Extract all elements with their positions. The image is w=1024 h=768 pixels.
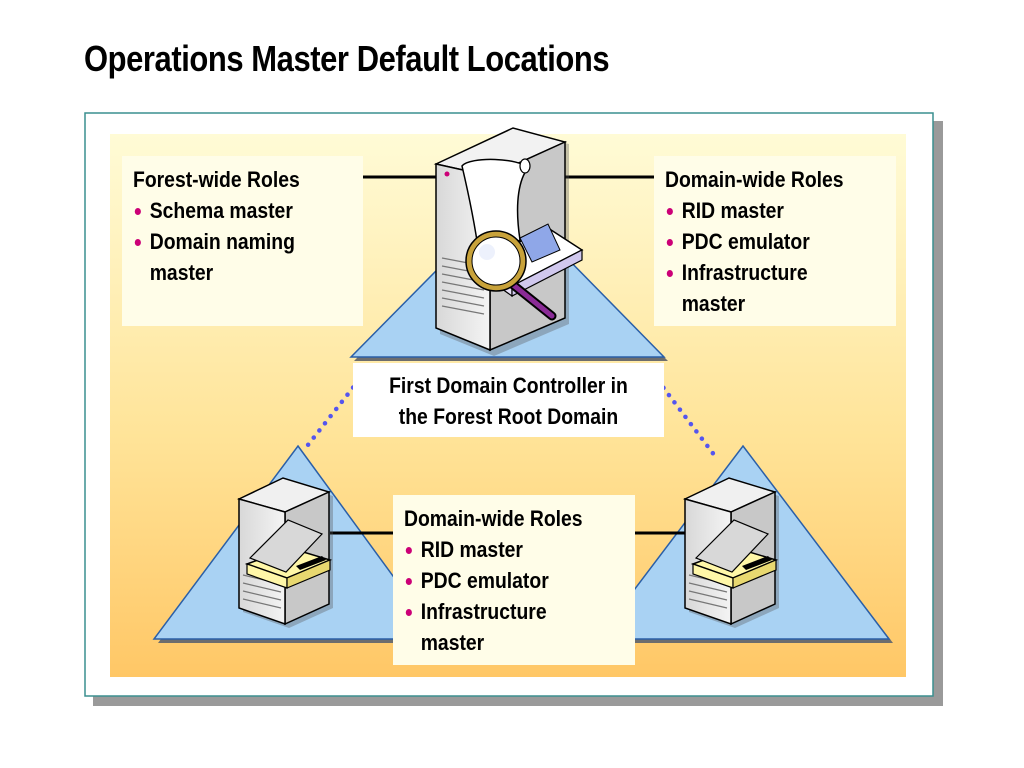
first-dc-caption-line2: the Forest Root Domain (398, 404, 619, 429)
list-item: Infrastructure master (404, 596, 598, 658)
domain-roles-bottom-box: Domain-wide Roles RID master PDC emulato… (393, 495, 635, 665)
list-item: Schema master (133, 195, 327, 226)
list-item-text: Infrastructure (681, 260, 808, 285)
list-item: PDC emulator (404, 565, 598, 596)
first-dc-caption-line1: First Domain Controller in (389, 373, 628, 398)
forest-root-server-icon (433, 127, 584, 356)
left-domain-server-icon (236, 477, 333, 628)
slide-title: Operations Master Default Locations (84, 38, 610, 79)
forest-roles-box: Forest-wide Roles Schema master Domain n… (122, 156, 363, 326)
list-item: RID master (404, 534, 598, 565)
list-item-text-continued: master (149, 260, 214, 285)
list-item: RID master (665, 195, 859, 226)
list-item: Infrastructure master (665, 257, 859, 319)
list-item-text-continued: master (420, 630, 485, 655)
list-item-text: Domain naming (149, 229, 295, 254)
domain-roles-top-list: RID master PDC emulator Infrastructure m… (665, 195, 886, 319)
list-item: Domain naming master (133, 226, 327, 288)
domain-roles-top-heading: Domain-wide Roles (665, 167, 844, 192)
domain-roles-bottom-heading: Domain-wide Roles (404, 506, 583, 531)
domain-roles-bottom-list: RID master PDC emulator Infrastructure m… (404, 534, 625, 658)
list-item: PDC emulator (665, 226, 859, 257)
list-item-text: Infrastructure (420, 599, 547, 624)
first-dc-caption: First Domain Controller in the Forest Ro… (353, 363, 664, 437)
right-domain-server-icon (682, 477, 779, 628)
domain-roles-top-box: Domain-wide Roles RID master PDC emulato… (654, 156, 896, 326)
forest-roles-list: Schema master Domain naming master (133, 195, 353, 288)
forest-roles-heading: Forest-wide Roles (133, 167, 300, 192)
list-item-text-continued: master (681, 291, 746, 316)
